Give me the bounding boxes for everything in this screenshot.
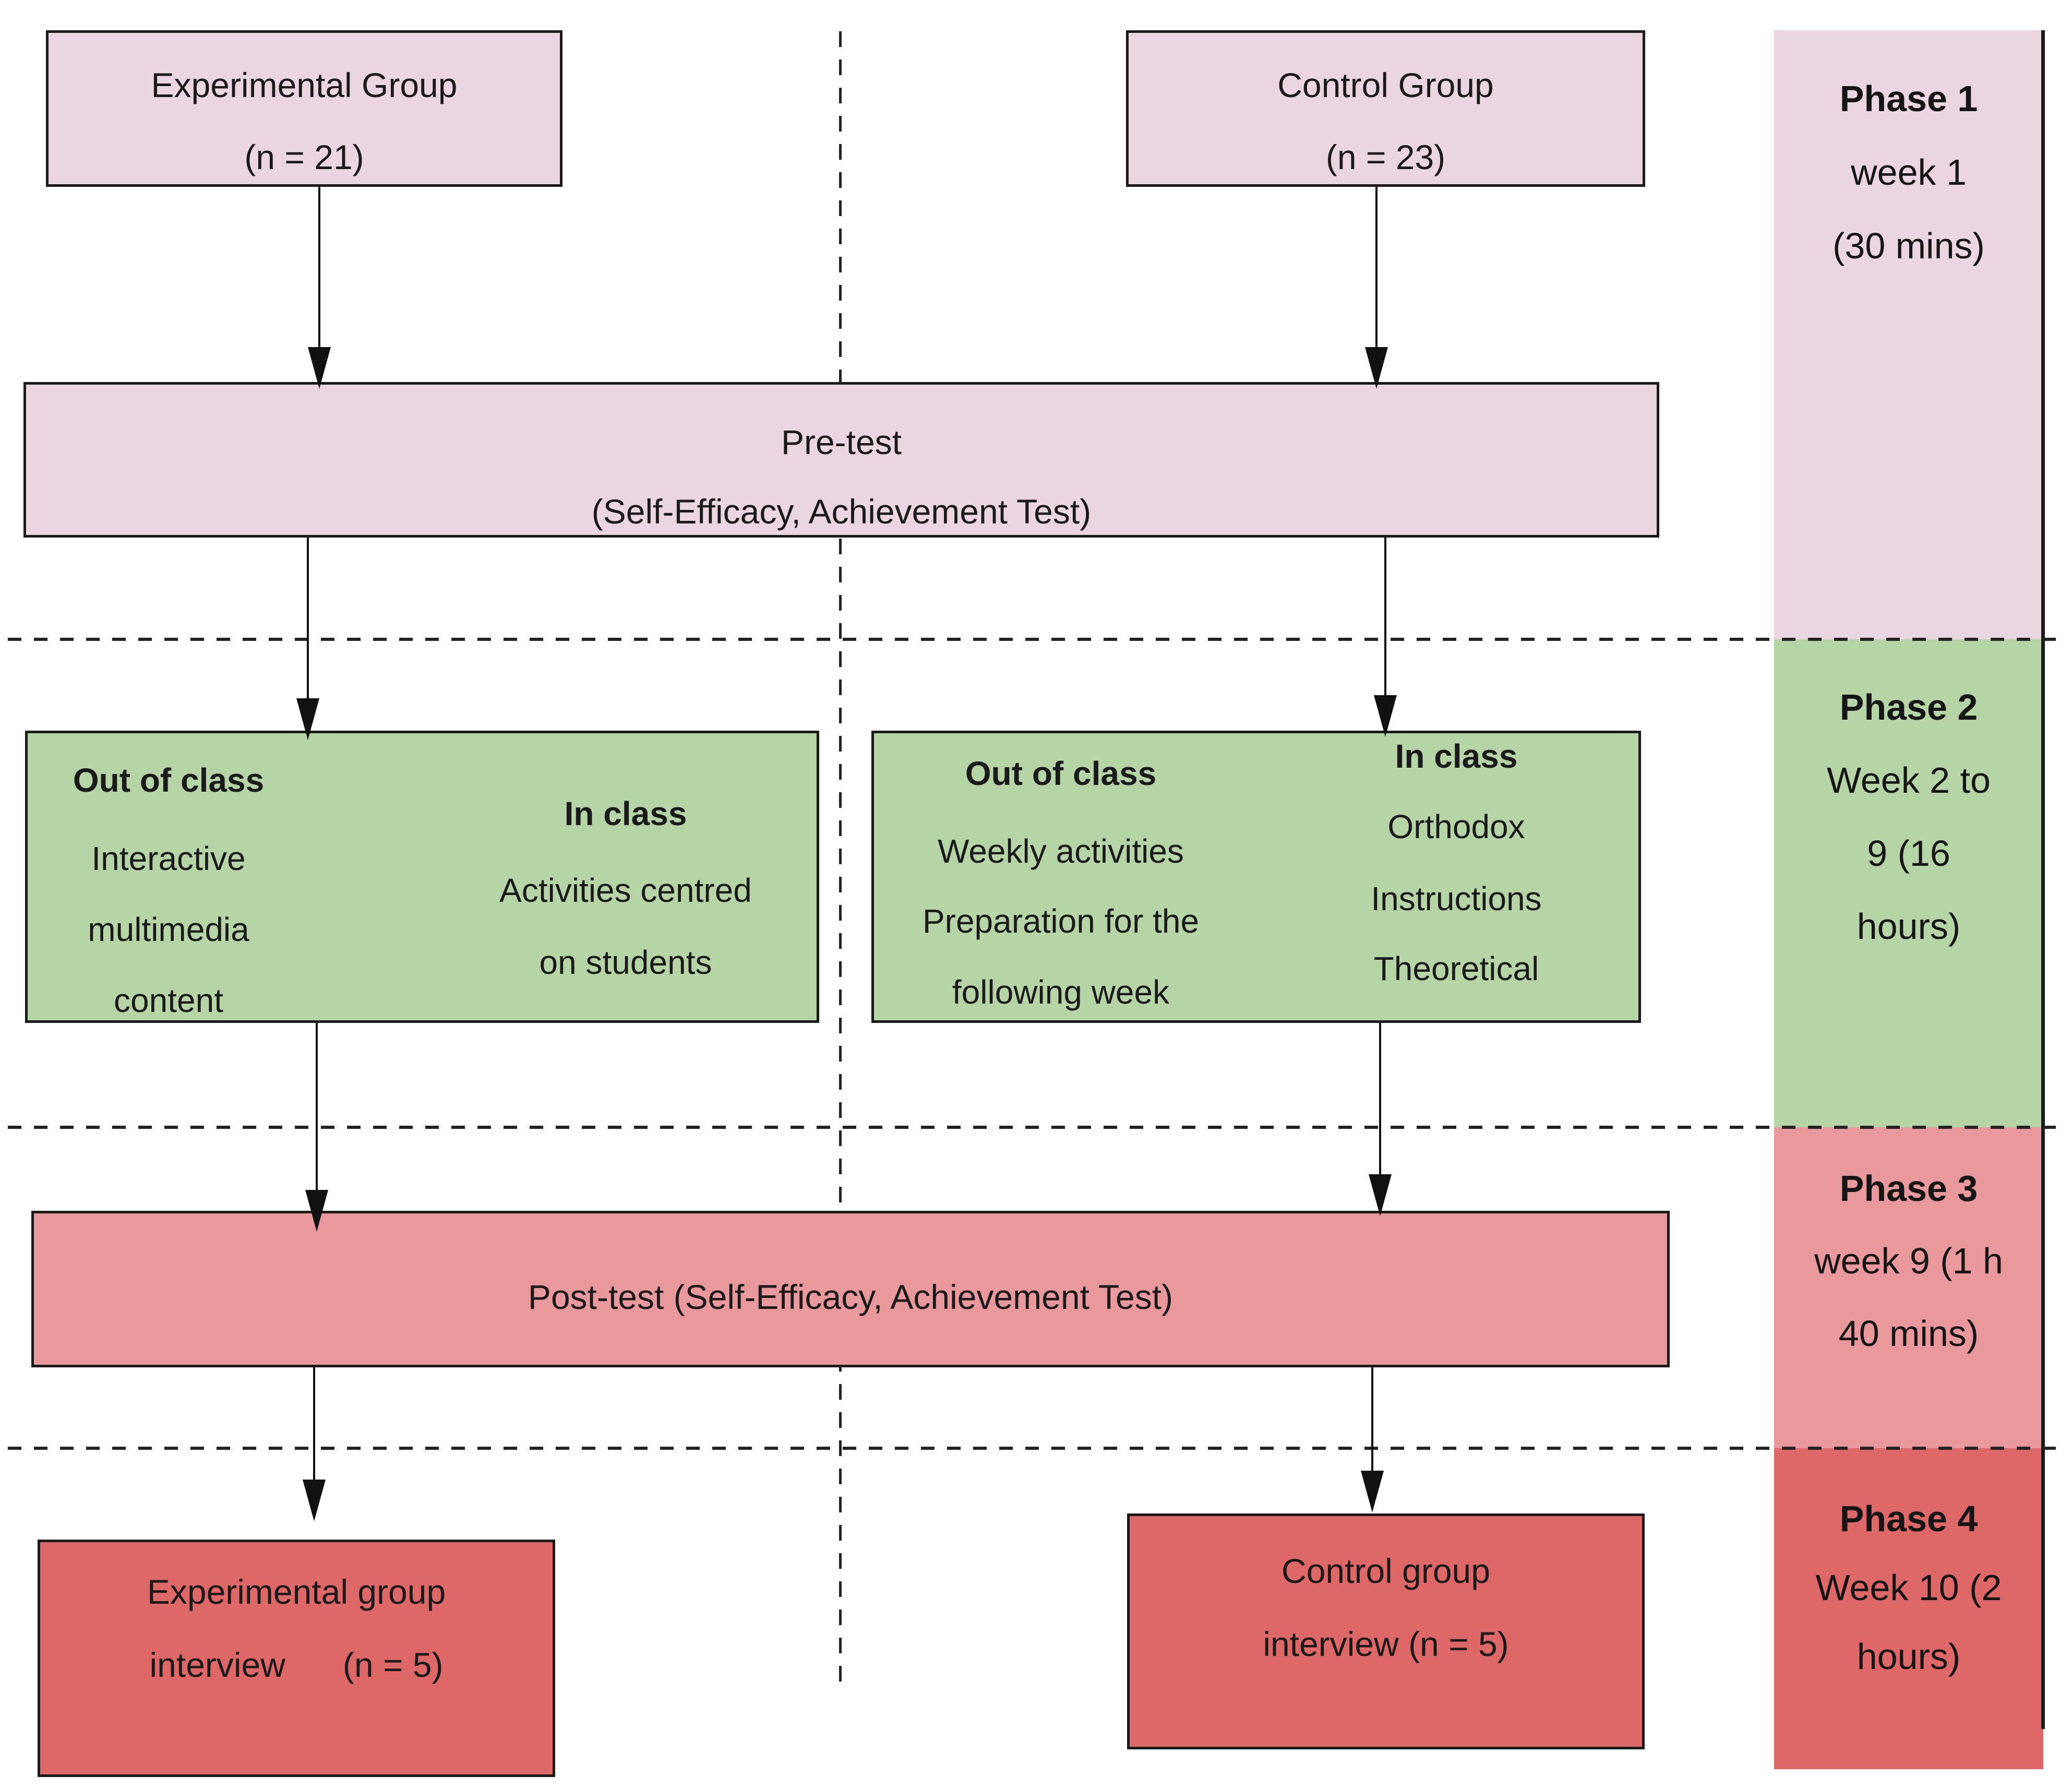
phase-divider-2 <box>8 1126 2056 1129</box>
arrowhead-posttest-to-ctrl-interview <box>1361 1471 1384 1512</box>
arrow-posttest-to-exp-interview <box>313 1367 315 1482</box>
phase-3-title: Phase 3 <box>1839 1168 1978 1209</box>
phase-divider-3 <box>8 1447 2056 1450</box>
phase-column-right-border <box>2041 30 2045 1729</box>
control-group-title: Control Group <box>1277 66 1494 104</box>
phase-3-line: 40 mins) <box>1838 1313 1979 1354</box>
experimental-group-n: (n = 21) <box>244 138 364 176</box>
control-interview-n: interview (n = 5) <box>1263 1625 1509 1663</box>
experimental-interview-n: interview (n = 5) <box>149 1646 444 1684</box>
experimental-treatment-box: Out of class Interactive multimedia cont… <box>25 731 819 1023</box>
pre-test-subtitle: (Self-Efficacy, Achievement Test) <box>591 492 1092 531</box>
phase-1-line: (30 mins) <box>1833 225 1985 266</box>
phase-2-line: 9 (16 <box>1867 833 1950 874</box>
ctrl-in-class-line: Theoretical <box>1373 950 1539 987</box>
phase-1-label: Phase 1 week 1 (30 mins) <box>1774 62 2043 283</box>
arrowhead-pretest-to-ctrl-treatment <box>1374 695 1397 737</box>
phase-2-title: Phase 2 <box>1839 687 1978 728</box>
experimental-interview-box: Experimental group interview (n = 5) <box>38 1540 555 1777</box>
exp-in-class-line: Activities centred <box>499 872 752 909</box>
exp-out-of-class-heading: Out of class <box>73 761 265 799</box>
arrowhead-posttest-to-exp-interview <box>303 1480 326 1521</box>
post-test-title: Post-test (Self-Efficacy, Achievement Te… <box>528 1278 1173 1316</box>
arrow-pretest-to-ctrl-treatment <box>1384 538 1386 697</box>
ctrl-out-of-class-line: Weekly activities <box>938 832 1184 870</box>
ctrl-out-of-class-line: following week <box>952 973 1170 1011</box>
arrowhead-pretest-to-exp-treatment <box>296 698 319 740</box>
exp-in-class-heading: In class <box>564 795 687 832</box>
phase-1-band <box>1774 30 2043 639</box>
phase-2-band <box>1774 639 2043 1127</box>
exp-out-of-class-line: multimedia <box>88 911 249 948</box>
phase-4-line: hours) <box>1857 1636 1961 1677</box>
phase-3-band <box>1774 1127 2043 1448</box>
phase-4-label: Phase 4 Week 10 (2 hours) <box>1774 1484 2043 1691</box>
exp-out-of-class-line: Interactive <box>91 840 246 877</box>
experimental-group-box: Experimental Group (n = 21) <box>46 30 562 187</box>
phase-1-line: week 1 <box>1851 152 1967 193</box>
pre-test-box: Pre-test (Self-Efficacy, Achievement Tes… <box>23 382 1659 538</box>
phase-3-label: Phase 3 week 9 (1 h 40 mins) <box>1774 1152 2043 1370</box>
control-interview-title: Control group <box>1281 1552 1490 1590</box>
arrow-posttest-to-ctrl-interview <box>1371 1367 1373 1473</box>
ctrl-out-of-class-line: Preparation for the <box>922 902 1200 940</box>
ctrl-in-class-heading: In class <box>1395 737 1518 775</box>
arrow-exp-treatment-to-posttest <box>316 1023 318 1192</box>
arrowhead-exp-treatment-to-posttest <box>305 1190 328 1232</box>
post-test-box: Post-test (Self-Efficacy, Achievement Te… <box>31 1211 1670 1367</box>
ctrl-in-class-line: Orthodox <box>1387 808 1525 845</box>
arrow-pretest-to-exp-treatment <box>307 538 309 700</box>
arrowhead-exp-to-pretest <box>308 347 331 389</box>
exp-in-class-line: on students <box>539 944 712 981</box>
group-column-divider <box>839 31 842 1694</box>
control-treatment-box: Out of class Weekly activities Preparati… <box>871 731 1641 1023</box>
arrow-exp-to-pretest <box>318 187 320 349</box>
ctrl-out-of-class-heading: Out of class <box>965 755 1157 792</box>
phase-3-line: week 9 (1 h <box>1814 1241 2003 1281</box>
control-interview-box: Control group interview (n = 5) <box>1127 1513 1645 1749</box>
phase-4-title: Phase 4 <box>1839 1498 1978 1539</box>
arrow-ctrl-to-pretest <box>1375 187 1378 349</box>
phase-4-line: Week 10 (2 <box>1815 1567 2002 1608</box>
arrow-ctrl-treatment-to-posttest <box>1379 1023 1381 1176</box>
exp-out-of-class-line: content <box>114 982 223 1019</box>
phase-2-label: Phase 2 Week 2 to 9 (16 hours) <box>1774 671 2043 963</box>
control-group-box: Control Group (n = 23) <box>1126 30 1645 187</box>
arrowhead-ctrl-to-pretest <box>1365 347 1388 389</box>
experimental-interview-title: Experimental group <box>147 1572 446 1611</box>
arrowhead-ctrl-treatment-to-posttest <box>1369 1174 1392 1216</box>
phase-4-band <box>1774 1448 2043 1769</box>
phase-divider-1 <box>8 638 2056 641</box>
ctrl-in-class-line: Instructions <box>1371 880 1542 917</box>
experimental-group-title: Experimental Group <box>151 66 458 104</box>
phase-2-line: hours) <box>1857 906 1961 947</box>
phase-1-title: Phase 1 <box>1839 78 1978 119</box>
phase-2-line: Week 2 to <box>1827 760 1991 801</box>
pre-test-title: Pre-test <box>781 423 902 461</box>
control-group-n: (n = 23) <box>1325 138 1446 176</box>
